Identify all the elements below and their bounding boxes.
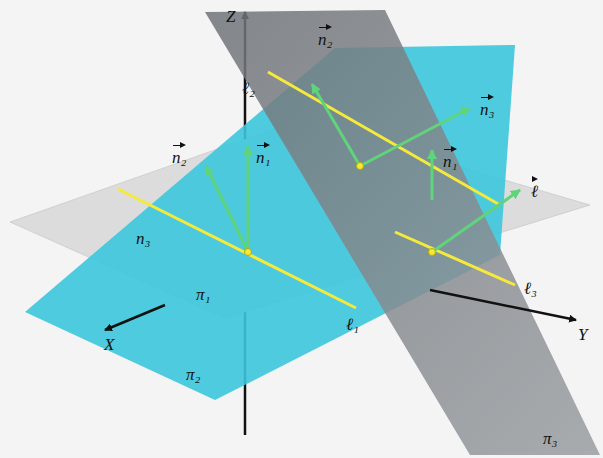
vector-label: n₁: [256, 142, 270, 166]
points: [245, 163, 436, 256]
axis-label: X: [104, 336, 114, 353]
normal-vectors: [206, 84, 520, 252]
plane-label: π₁: [196, 286, 210, 303]
vector-label: ℓ: [531, 176, 538, 200]
y-axis: [430, 290, 576, 320]
line-label: ℓ₂: [242, 80, 255, 97]
plane-pi3: [205, 10, 600, 455]
axis-label: Y: [578, 326, 587, 343]
line-label: ℓ₃: [524, 280, 537, 297]
plane-label: π₂: [186, 366, 200, 383]
vector-label: n₂: [172, 142, 186, 166]
x-axis: [105, 305, 165, 330]
vector-label: n₁: [443, 146, 457, 170]
line-label: ℓ₁: [346, 316, 359, 333]
vector-label: n₂: [318, 24, 332, 48]
plane-label: π₃: [543, 430, 557, 447]
vector-label: n₃: [480, 94, 494, 118]
axis-label: Z: [226, 8, 235, 25]
lines: [118, 72, 515, 308]
line-label: n₃: [136, 230, 150, 247]
